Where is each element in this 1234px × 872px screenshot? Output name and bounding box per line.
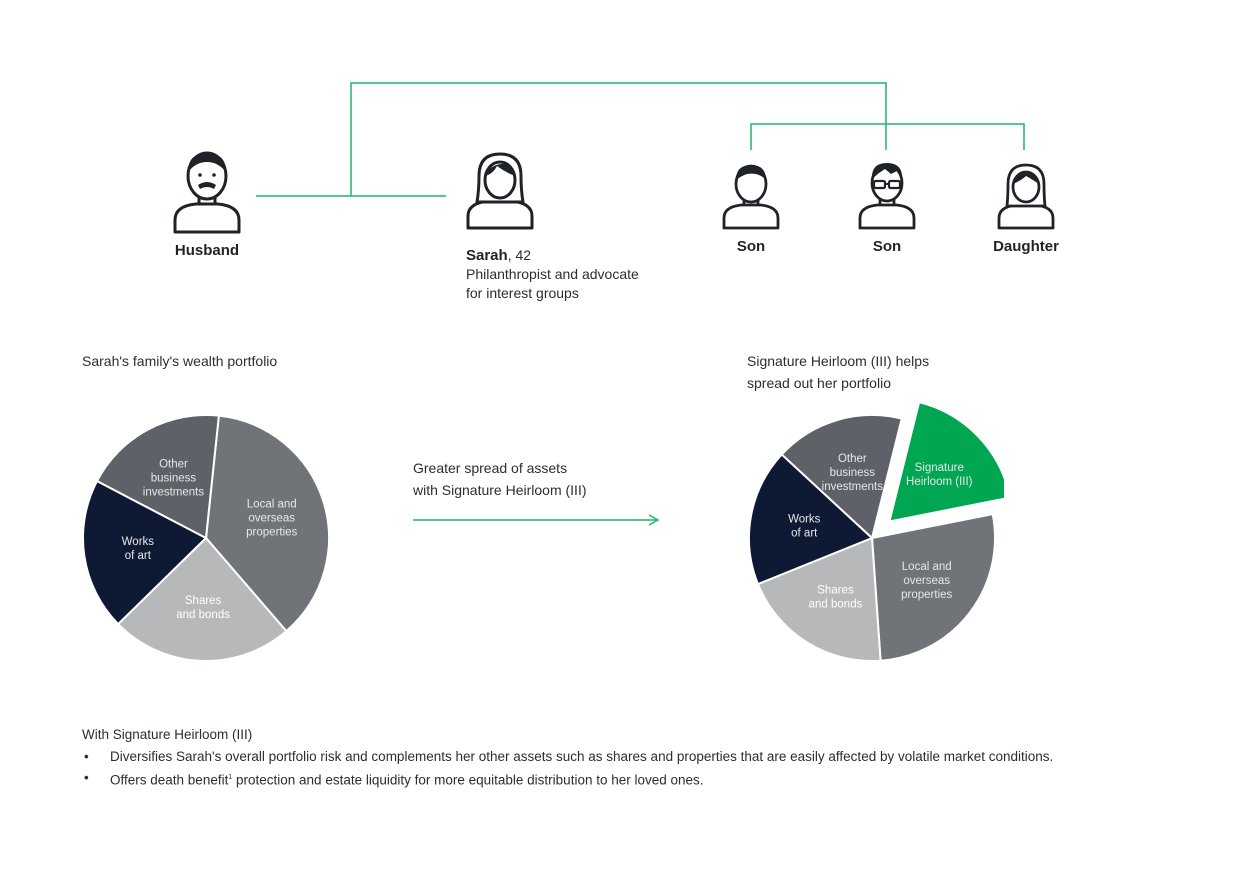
daughter-label: Daughter [993, 238, 1059, 255]
right-caption-line1: Signature Heirloom (III) helps [747, 353, 930, 369]
left-pie-caption: Sarah's family's wealth portfolio [82, 353, 278, 369]
arrow-caption-line2: with Signature Heirloom (III) [413, 482, 587, 498]
person-son-2: Son [807, 160, 967, 255]
right-pie-caption: Signature Heirloom (III) helps spread ou… [747, 350, 929, 394]
pie-slice [780, 414, 903, 540]
man-mustache-icon [173, 151, 241, 234]
woman-icon [466, 152, 534, 230]
boy-icon [722, 164, 780, 230]
sarah-age: , 42 [507, 247, 532, 263]
pie-slice [204, 414, 330, 633]
children-sibling-connector [750, 123, 1025, 150]
benefits-heading: With Signature Heirloom (III) [82, 727, 253, 742]
pie-slice [888, 400, 1004, 523]
sarah-role-line2: for interest groups [466, 285, 579, 301]
son1-label: Son [736, 238, 766, 255]
benefit-item: Diversifies Sarah's overall portfolio ri… [82, 746, 1202, 767]
pie-slice [756, 536, 882, 662]
pie-slice [82, 479, 208, 626]
arrow-caption-line1: Greater spread of assets [413, 460, 568, 476]
benefits-section: With Signature Heirloom (III) Diversifie… [82, 727, 1202, 791]
couple-to-children-connector [350, 82, 887, 196]
right-caption-line2: spread out her portfolio [747, 375, 891, 391]
girl-icon [997, 163, 1055, 230]
benefit-item: Offers death benefit1 protection and est… [82, 767, 1202, 791]
footnote-marker: 1 [228, 774, 233, 781]
person-son-1: Son [671, 162, 831, 255]
benefits-list: Diversifies Sarah's overall portfolio ri… [82, 746, 1202, 791]
son2-label: Son [872, 238, 902, 255]
husband-label: Husband [174, 242, 240, 259]
sarah-description: Sarah, 42 Philanthropist and advocate fo… [466, 246, 639, 303]
sarah-name: Sarah [466, 247, 508, 264]
person-husband: Husband [127, 148, 287, 259]
pie-slice [748, 453, 874, 586]
pie-slice [116, 536, 288, 662]
boy-glasses-icon [858, 163, 916, 230]
arrow-caption: Greater spread of assets with Signature … [413, 457, 587, 501]
sarah-role-line1: Philanthropist and advocate [466, 266, 639, 282]
person-sarah [420, 150, 580, 230]
pie-slice [870, 512, 996, 662]
person-daughter: Daughter [946, 162, 1106, 255]
arrow-head [648, 514, 660, 526]
pie-slice [95, 414, 220, 540]
